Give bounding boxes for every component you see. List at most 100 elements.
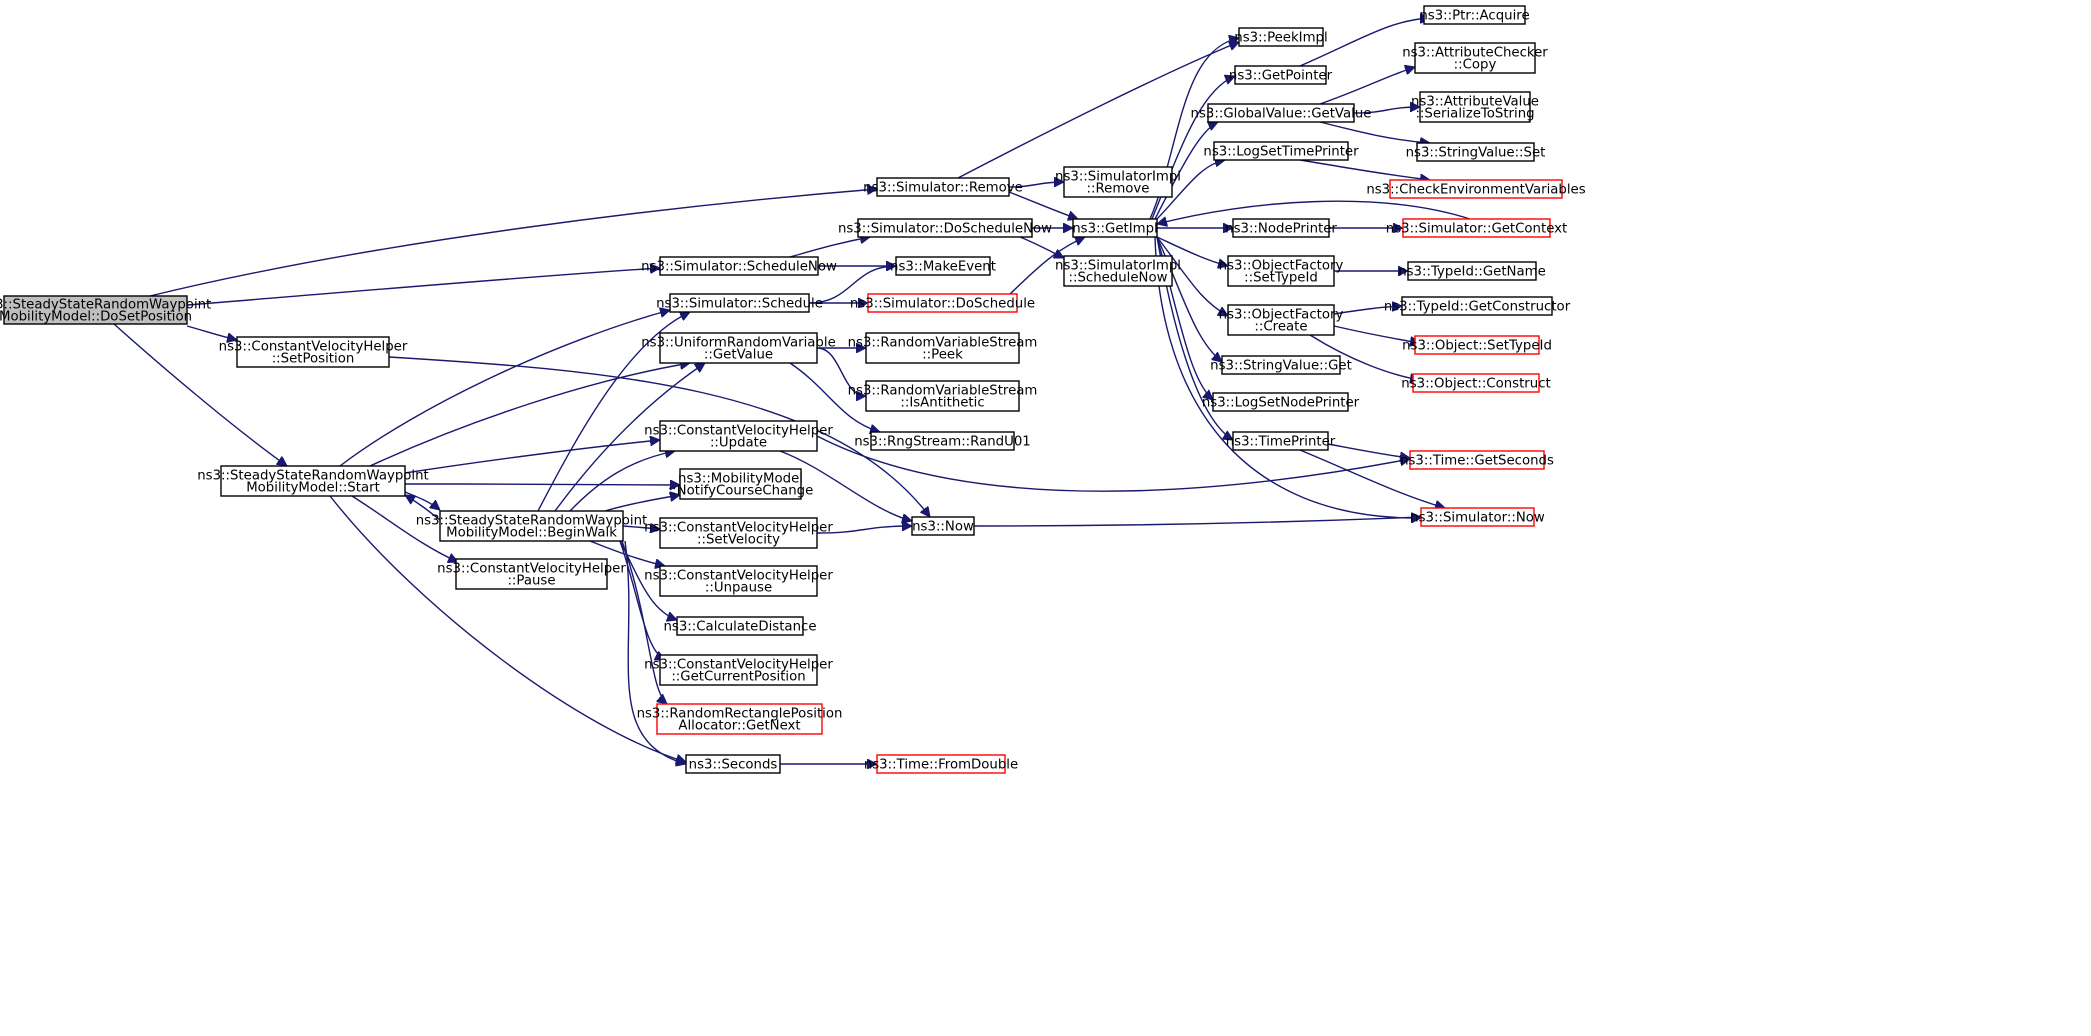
node-box[interactable]: [1419, 91, 1531, 123]
node-cvh_pause[interactable]: ns3::ConstantVelocityHelper::Pause: [437, 558, 626, 590]
node-box[interactable]: [659, 517, 818, 549]
node-time_fromdouble[interactable]: ns3::Time::FromDouble: [864, 754, 1018, 774]
node-box[interactable]: [1423, 5, 1526, 25]
node-logsetnode[interactable]: ns3::LogSetNodePrinter: [1202, 392, 1360, 412]
node-sim_getcontext[interactable]: ns3::Simulator::GetContext: [1386, 218, 1567, 238]
node-sim_schedule[interactable]: ns3::Simulator::Schedule: [656, 293, 823, 313]
node-sim_now[interactable]: ns3::Simulator::Now: [1410, 507, 1545, 527]
node-gv_getvalue[interactable]: ns3::GlobalValue::GetValue: [1191, 103, 1372, 123]
node-box[interactable]: [1414, 335, 1540, 355]
node-time_getseconds[interactable]: ns3::Time::GetSeconds: [1400, 450, 1554, 470]
node-typeid_getname[interactable]: ns3::TypeId::GetName: [1398, 261, 1546, 281]
node-now[interactable]: ns3::Now: [911, 516, 975, 536]
node-box[interactable]: [911, 516, 975, 536]
node-cvh_setpos[interactable]: ns3::ConstantVelocityHelper::SetPosition: [219, 336, 408, 368]
node-start[interactable]: ns3::SteadyStateRandomWaypointMobilityMo…: [197, 465, 429, 497]
node-peekimpl[interactable]: ns3::PeekImpl: [1234, 27, 1328, 47]
node-box[interactable]: [1238, 27, 1324, 47]
node-sv_get[interactable]: ns3::StringValue::Get: [1210, 355, 1352, 375]
node-box[interactable]: [439, 510, 624, 542]
node-getpointer[interactable]: ns3::GetPointer: [1229, 65, 1333, 85]
node-checkenv[interactable]: ns3::CheckEnvironmentVariables: [1366, 179, 1586, 199]
node-box[interactable]: [1212, 392, 1349, 412]
node-box[interactable]: [659, 565, 818, 597]
node-box[interactable]: [1234, 65, 1327, 85]
node-box[interactable]: [1412, 373, 1540, 393]
node-box[interactable]: [895, 256, 991, 276]
node-mm_notify[interactable]: ns3::MobilityModel::NotifyCourseChange: [668, 468, 814, 500]
node-box[interactable]: [1063, 255, 1173, 287]
node-box[interactable]: [659, 420, 818, 452]
node-box[interactable]: [1416, 142, 1535, 162]
node-obj_construct[interactable]: ns3::Object::Construct: [1401, 373, 1551, 393]
node-box[interactable]: [455, 558, 608, 590]
node-simimpl_remove[interactable]: ns3::SimulatorImpl::Remove: [1055, 166, 1181, 198]
node-box[interactable]: [1402, 218, 1551, 238]
node-rvs_isanti[interactable]: ns3::RandomVariableStream::IsAntithetic: [848, 380, 1038, 412]
node-urv_getvalue[interactable]: ns3::UniformRandomVariable::GetValue: [641, 332, 836, 364]
node-obj_settypeid[interactable]: ns3::Object::SetTypeId: [1402, 335, 1552, 355]
node-box[interactable]: [1409, 450, 1545, 470]
node-of_create[interactable]: ns3::ObjectFactory::Create: [1219, 304, 1344, 336]
node-beginwalk[interactable]: ns3::SteadyStateRandomWaypointMobilityMo…: [416, 510, 648, 542]
node-box[interactable]: [867, 293, 1018, 313]
node-box[interactable]: [876, 754, 1006, 774]
node-logsettime[interactable]: ns3::LogSetTimePrinter: [1203, 141, 1359, 161]
node-box[interactable]: [1389, 179, 1563, 199]
node-box[interactable]: [1414, 42, 1536, 74]
node-box[interactable]: [1072, 218, 1158, 238]
node-makeevent[interactable]: ns3::MakeEvent: [890, 256, 996, 276]
node-rng_randu01[interactable]: ns3::RngStream::RandU01: [854, 431, 1031, 451]
node-rvs_peek[interactable]: ns3::RandomVariableStream::Peek: [848, 332, 1038, 364]
node-ptr_acquire[interactable]: ns3::Ptr::Acquire: [1419, 5, 1530, 25]
node-box[interactable]: [685, 754, 781, 774]
node-box[interactable]: [220, 465, 406, 497]
node-box[interactable]: [1401, 296, 1553, 316]
node-box[interactable]: [865, 380, 1020, 412]
node-box[interactable]: [1232, 431, 1329, 451]
node-box[interactable]: [236, 336, 390, 368]
node-sim_remove[interactable]: ns3::Simulator::Remove: [863, 177, 1023, 197]
node-box[interactable]: [3, 295, 188, 325]
node-cvh_setvel[interactable]: ns3::ConstantVelocityHelper::SetVelocity: [644, 517, 833, 549]
node-rrpa_getnext[interactable]: ns3::RandomRectanglePositionAllocator::G…: [637, 703, 843, 735]
node-sim_dosched[interactable]: ns3::Simulator::DoSchedule: [850, 293, 1035, 313]
node-box[interactable]: [656, 703, 823, 735]
node-box[interactable]: [857, 218, 1033, 238]
node-sim_doschednow[interactable]: ns3::Simulator::DoScheduleNow: [838, 218, 1052, 238]
node-box[interactable]: [676, 616, 804, 636]
node-box[interactable]: [669, 293, 810, 313]
node-box[interactable]: [1420, 507, 1535, 527]
node-typeid_getctor[interactable]: ns3::TypeId::GetConstructor: [1384, 296, 1571, 316]
node-box[interactable]: [659, 654, 818, 686]
node-box[interactable]: [870, 431, 1015, 451]
node-box[interactable]: [1407, 261, 1537, 281]
node-box[interactable]: [1063, 166, 1173, 198]
node-box[interactable]: [876, 177, 1010, 197]
node-nodeprinter[interactable]: ns3::NodePrinter: [1225, 218, 1337, 238]
node-ac_copy[interactable]: ns3::AttributeChecker::Copy: [1402, 42, 1548, 74]
node-cvh_unpause[interactable]: ns3::ConstantVelocityHelper::Unpause: [644, 565, 833, 597]
node-sim_schednow[interactable]: ns3::Simulator::ScheduleNow: [641, 256, 837, 276]
node-box[interactable]: [865, 332, 1020, 364]
node-box[interactable]: [679, 468, 802, 500]
node-box[interactable]: [1227, 304, 1335, 336]
node-box[interactable]: [659, 332, 818, 364]
node-simimpl_schednow[interactable]: ns3::SimulatorImpl::ScheduleNow: [1055, 255, 1181, 287]
node-box[interactable]: [1221, 355, 1341, 375]
node-box[interactable]: [659, 256, 819, 276]
node-root[interactable]: ns3::SteadyStateRandomWaypointMobilityMo…: [0, 295, 211, 325]
node-timeprinter[interactable]: ns3::TimePrinter: [1226, 431, 1336, 451]
node-box[interactable]: [1232, 218, 1330, 238]
node-box[interactable]: [1207, 103, 1355, 123]
node-getimpl[interactable]: ns3::GetImpl: [1072, 218, 1158, 238]
node-box[interactable]: [1227, 255, 1335, 287]
node-seconds[interactable]: ns3::Seconds: [685, 754, 781, 774]
node-av_serialize[interactable]: ns3::AttributeValue::SerializeToString: [1411, 91, 1539, 123]
node-calcdist[interactable]: ns3::CalculateDistance: [663, 616, 817, 636]
node-sv_set[interactable]: ns3::StringValue::Set: [1406, 142, 1546, 162]
node-of_settypeid[interactable]: ns3::ObjectFactory::SetTypeId: [1219, 255, 1344, 287]
node-cvh_getcur[interactable]: ns3::ConstantVelocityHelper::GetCurrentP…: [644, 654, 833, 686]
node-cvh_update[interactable]: ns3::ConstantVelocityHelper::Update: [644, 420, 833, 452]
node-box[interactable]: [1213, 141, 1349, 161]
